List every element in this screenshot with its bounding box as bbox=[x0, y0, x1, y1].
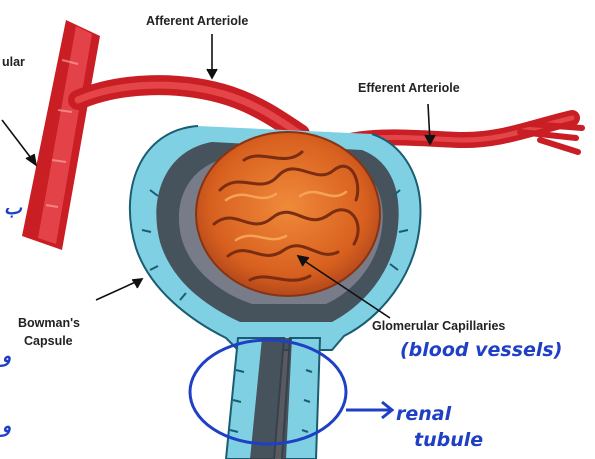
margin-glyph-2: و bbox=[0, 345, 11, 367]
bowmans-capsule-label-line2: Capsule bbox=[24, 334, 73, 348]
cut-off-label: ular bbox=[2, 55, 25, 69]
glomerular-capillaries-label: Glomerular Capillaries bbox=[372, 319, 505, 333]
interlobular-artery bbox=[22, 20, 100, 250]
glomerular-capillaries bbox=[196, 132, 380, 296]
margin-glyph-1: ب bbox=[4, 197, 23, 219]
blood-vessels-note: (blood vessels) bbox=[400, 339, 562, 361]
bowmans-capsule-label-line1: Bowman's bbox=[18, 316, 80, 330]
afferent-arteriole-label: Afferent Arteriole bbox=[146, 14, 248, 28]
tubule-note: tubule bbox=[414, 429, 483, 451]
margin-glyph-3: و bbox=[0, 415, 11, 437]
efferent-arteriole-label: Efferent Arteriole bbox=[358, 81, 460, 95]
renal-note: renal bbox=[396, 403, 452, 425]
